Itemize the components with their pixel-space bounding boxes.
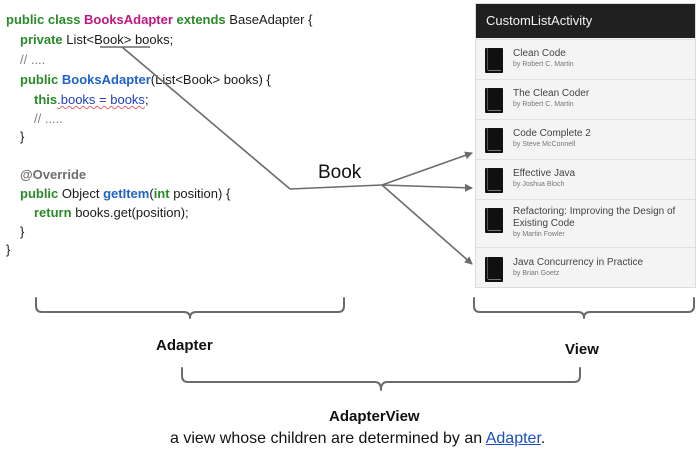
- book-icon: [485, 128, 503, 153]
- code-line-class-decl: public class BooksAdapter extends BaseAd…: [6, 12, 313, 27]
- list-item-author: by Robert C. Martin: [513, 61, 574, 68]
- list-item-title: Code Complete 2: [513, 128, 591, 139]
- code-line-annotation: @Override: [20, 167, 87, 182]
- adapter-link[interactable]: Adapter: [485, 430, 541, 447]
- list-item-title: The Clean Coder: [513, 88, 590, 99]
- code-line-close-brace: }: [20, 129, 25, 144]
- list-item-author: by Robert C. Martin: [513, 101, 574, 108]
- list-item-author: by Steve McConnell: [513, 141, 576, 148]
- book-connector-line: [121, 46, 291, 190]
- view-brace: [473, 297, 695, 319]
- list-item-author: by Martin Fowler: [513, 231, 565, 238]
- book-label: Book: [318, 162, 362, 183]
- list-item-title: Clean Code: [513, 48, 566, 59]
- code-line-comment: // ....: [20, 52, 46, 67]
- arrow-to-item-lower: [381, 184, 473, 265]
- view-label: View: [565, 341, 599, 358]
- list-item[interactable]: The Clean Coder by Robert C. Martin: [476, 79, 695, 119]
- code-line-assign: this.books = books;: [34, 92, 149, 107]
- list-item-title: Java Concurrency in Practice: [513, 257, 644, 268]
- list-item[interactable]: Java Concurrency in Practice by Brian Go…: [476, 247, 695, 287]
- phone-screen: CustomListActivity Clean Code by Robert …: [475, 3, 696, 288]
- list-item[interactable]: Refactoring: Improving the Design of Exi…: [476, 199, 695, 247]
- code-line-return: return books.get(position);: [34, 205, 189, 220]
- code-line-comment: // .....: [34, 111, 63, 126]
- list-item-author: by Brian Goetz: [513, 270, 560, 277]
- list-item-title: Refactoring: Improving the Design of Exi…: [513, 206, 676, 229]
- book-baseline: [289, 184, 383, 190]
- list-item[interactable]: Clean Code by Robert C. Martin: [476, 39, 695, 79]
- book-icon: [485, 168, 503, 193]
- code-line-close-brace: }: [20, 224, 25, 239]
- code-line-getitem: public Object getItem(int position) {: [20, 186, 231, 201]
- book-icon: [485, 208, 503, 233]
- adapterview-label: AdapterView: [329, 408, 420, 425]
- book-icon: [485, 257, 503, 282]
- list-item[interactable]: Effective Java by Joshua Bloch: [476, 159, 695, 199]
- adapterview-caption: a view whose children are determined by …: [170, 430, 546, 447]
- book-icon: [485, 88, 503, 113]
- code-line-constructor: public BooksAdapter(List<Book> books) {: [20, 72, 271, 87]
- code-line-field: private List<Book> books;: [20, 32, 174, 47]
- adapter-label: Adapter: [156, 337, 213, 354]
- book-icon: [485, 48, 503, 73]
- list-item-author: by Joshua Bloch: [513, 181, 565, 188]
- arrow-to-item-middle: [381, 183, 473, 192]
- adapter-brace: [35, 297, 345, 319]
- adapterview-brace: [181, 367, 581, 391]
- list-item[interactable]: Code Complete 2 by Steve McConnell: [476, 119, 695, 159]
- code-line-close-brace: }: [6, 242, 11, 257]
- app-bar-title: CustomListActivity: [476, 4, 695, 38]
- list-item-title: Effective Java: [513, 168, 576, 179]
- arrow-to-item-upper: [381, 151, 473, 186]
